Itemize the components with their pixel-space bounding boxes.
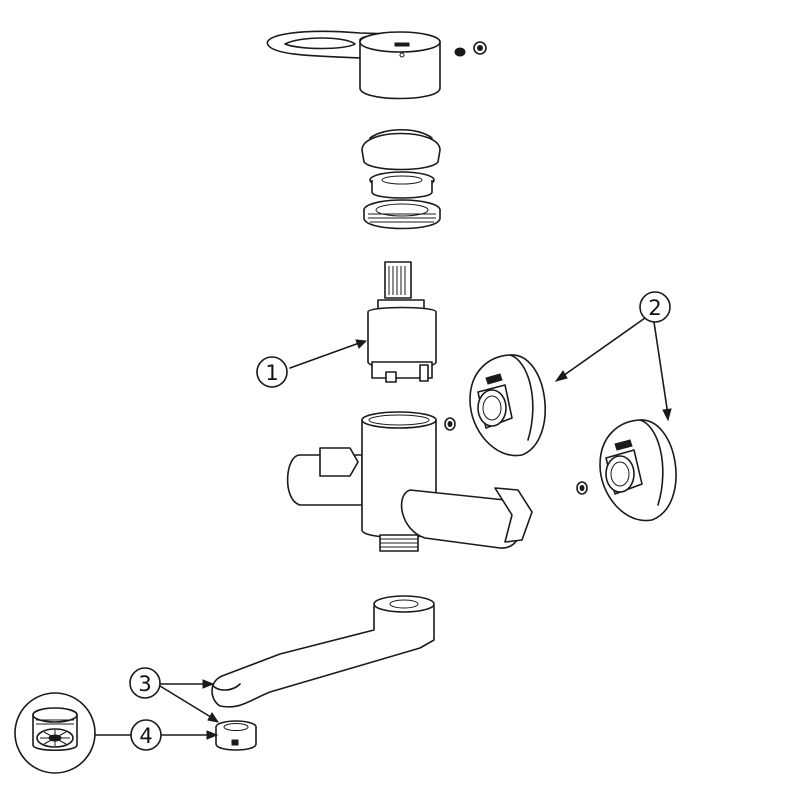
- grub-screws: [454, 41, 487, 57]
- callout-2: 2: [639, 291, 671, 323]
- callout-3-label: 3: [138, 672, 151, 696]
- threaded-ring: [363, 199, 441, 230]
- eccentric-connector-right: [576, 419, 677, 522]
- callout-2-label: 2: [648, 296, 661, 320]
- cartridge: [367, 261, 437, 383]
- callout-1-label: 1: [265, 361, 278, 385]
- retaining-nut: [369, 171, 435, 199]
- callout-1: 1: [256, 356, 288, 388]
- callout-4-label: 4: [139, 724, 152, 748]
- aerator-detail-circle: [14, 692, 96, 774]
- callout-3: 3: [129, 667, 161, 699]
- swivel-spout: [211, 595, 435, 708]
- leader-lines: [95, 317, 672, 740]
- eccentric-connector-left: [444, 354, 546, 457]
- aerator: [215, 720, 257, 751]
- decorative-cap: [361, 129, 441, 171]
- faucet-body: [286, 411, 533, 552]
- callout-4: 4: [130, 719, 162, 751]
- lever-handle: [266, 30, 441, 100]
